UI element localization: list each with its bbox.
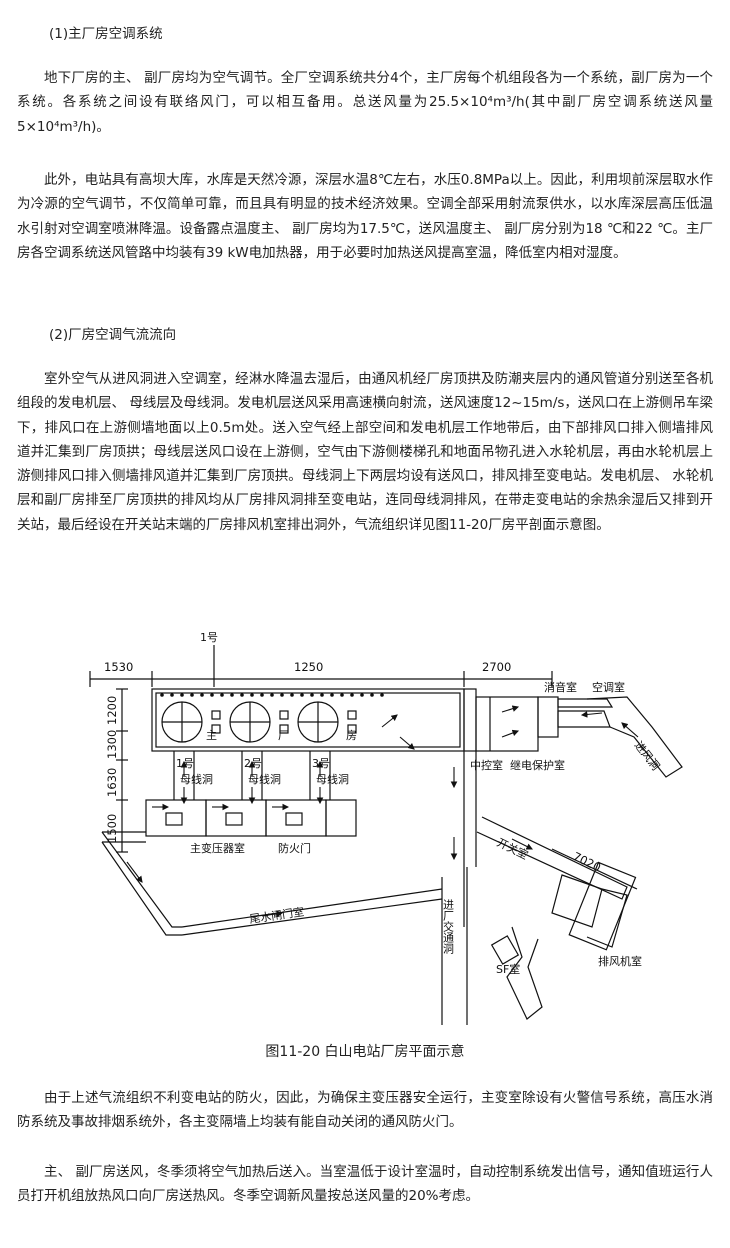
label-main-zhu: 主 — [206, 729, 217, 742]
powerhouse-plan-diagram: 1号 1530 1250 2700 1200 1300 1630 1500 主 … — [89, 631, 683, 1025]
intake-tunnel-outline — [586, 696, 683, 778]
transformer-bay-3 — [265, 799, 327, 837]
label-muffler-room: 消音室 — [544, 680, 577, 694]
label-sf-room: SF室 — [496, 962, 520, 976]
control-room-block — [475, 696, 539, 752]
label-main-fang: 房 — [346, 729, 357, 742]
label-bus-tunnel-3: 母线洞 — [316, 772, 349, 786]
main-powerhouse-outline — [151, 688, 465, 752]
section-heading-airflow-direction: (2)厂房空调气流流向 — [49, 327, 177, 343]
figure-caption: 图11-20 白山电站厂房平面示意 — [265, 1044, 465, 1060]
label-control-room: 中控室 — [470, 758, 503, 772]
label-relay-room: 继电保护室 — [510, 758, 565, 772]
label-dim-1530: 1530 — [104, 660, 133, 674]
sf-room-tunnel — [506, 926, 543, 1020]
label-dim-7020: 7020 — [571, 849, 603, 874]
label-dim-1300: 1300 — [105, 730, 119, 759]
access-tunnel-outline — [441, 867, 468, 1025]
switch-station-outline — [476, 816, 628, 900]
label-bus3-num: 3号 — [312, 757, 330, 770]
label-dim-1250: 1250 — [294, 660, 323, 674]
label-bus1-num: 1号 — [176, 757, 194, 770]
section-heading-main-building-ac: (1)主厂房空调系统 — [49, 26, 163, 42]
label-dim-2700: 2700 — [482, 660, 511, 674]
label-bus-tunnel-2: 母线洞 — [248, 772, 281, 786]
label-dim-1500: 1500 — [105, 814, 119, 843]
paragraph-ac-system-overview: 地下厂房的主、 副厂房均为空气调节。全厂空调系统共分4个，主厂房每个机组段各为一… — [17, 70, 713, 135]
label-fire-door: 防火门 — [278, 841, 311, 855]
paragraph-fire-safety: 由于上述气流组织不利变电站的防火，因此，为确保主变压器安全运行，主变室除设有火警… — [17, 1090, 713, 1131]
label-tailgate-room: 尾水闸门室 — [248, 904, 304, 926]
label-transformer-room: 主变压器室 — [190, 841, 245, 855]
label-ac-room: 空调室 — [592, 680, 625, 694]
powerhouse-plan-figure: 1号 1530 1250 2700 1200 1300 1630 1500 主 … — [82, 627, 686, 1025]
exhaust-fan-room-box — [568, 861, 637, 951]
label-exhaust-room: 排风机室 — [598, 954, 642, 968]
label-bus2-num: 2号 — [244, 757, 262, 770]
label-main-chang: 厂 — [278, 729, 289, 742]
label-unit-1: 1号 — [200, 631, 218, 644]
label-bus-tunnel-1: 母线洞 — [180, 772, 213, 786]
transformer-bay-2 — [205, 799, 267, 837]
label-access-tunnel: 进厂交通洞 — [442, 899, 455, 954]
paragraph-airflow-description: 室外空气从进风洞进入空调室，经淋水降温去湿后，由通风机经厂房顶拱及防潮夹层内的通… — [17, 371, 713, 533]
label-dim-1630: 1630 — [105, 768, 119, 797]
tailgate-corridor — [181, 888, 443, 936]
paragraph-reservoir-cooling: 此外，电站具有高坝大库，水库是天然冷源，深层水温8℃左右，水压0.8MPa以上。… — [17, 172, 713, 261]
transformer-bay-1 — [145, 799, 207, 837]
paragraph-winter-heating: 主、 副厂房送风，冬季须将空气加热后送入。当室温低于设计室温时，自动控制系统发出… — [17, 1164, 713, 1205]
label-dim-1200: 1200 — [105, 696, 119, 725]
label-intake-tunnel: 进风洞 — [632, 739, 663, 773]
